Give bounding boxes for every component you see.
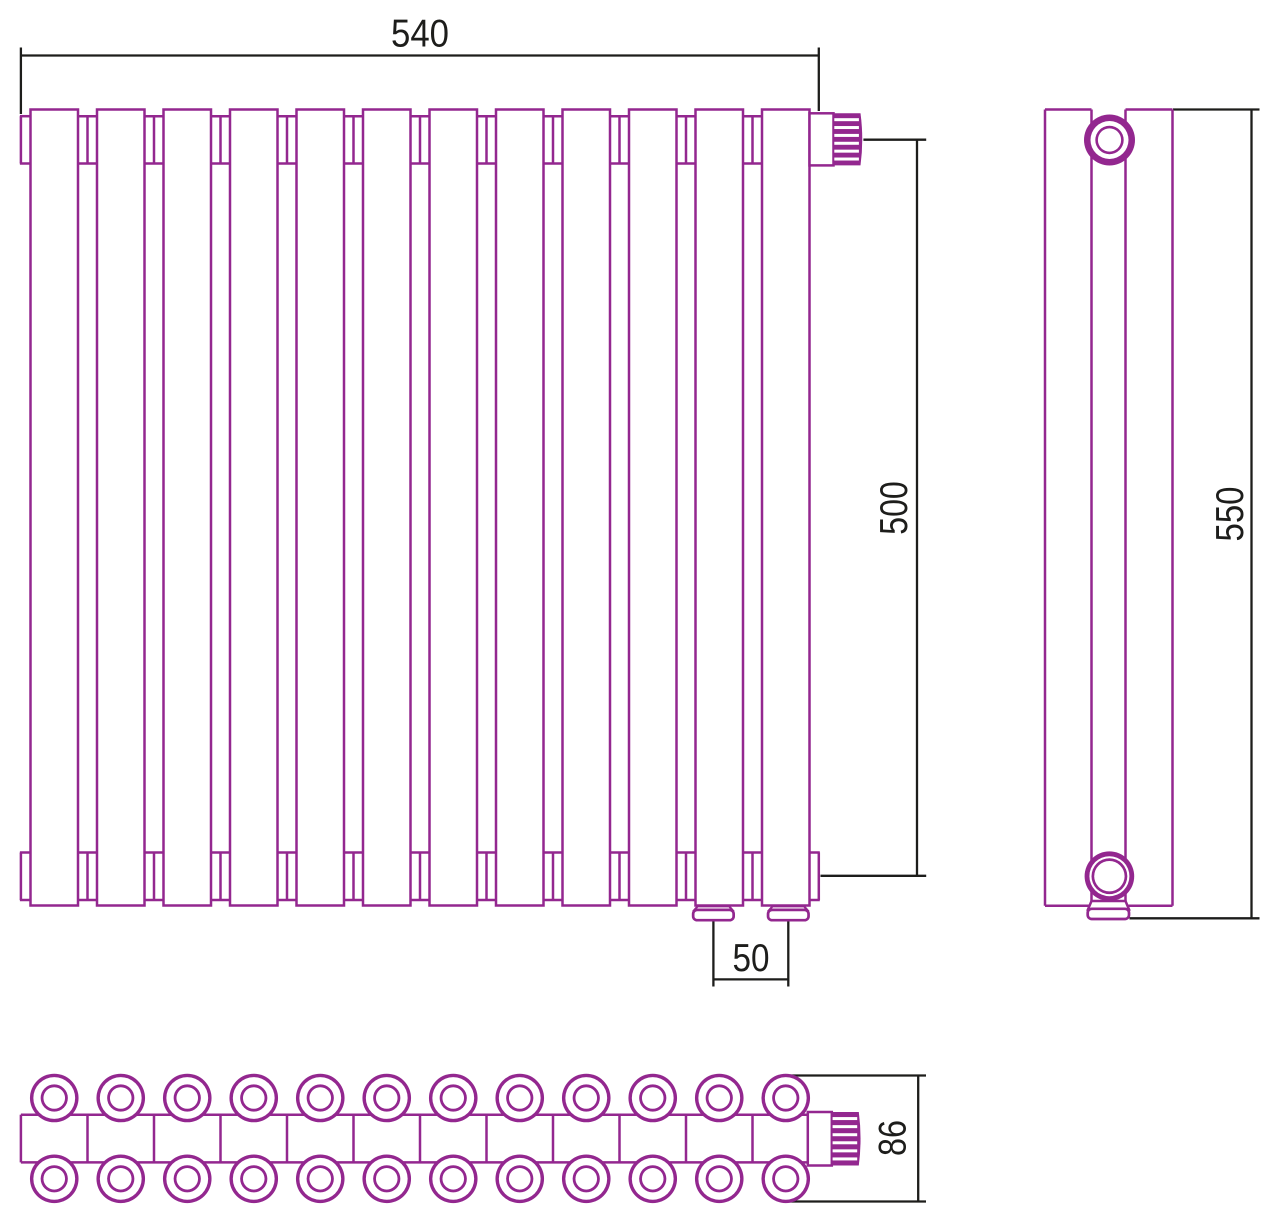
svg-text:86: 86 — [871, 1120, 914, 1156]
svg-text:50: 50 — [733, 937, 770, 980]
svg-text:540: 540 — [391, 13, 449, 56]
svg-text:550: 550 — [1209, 487, 1252, 542]
svg-text:500: 500 — [873, 481, 916, 535]
